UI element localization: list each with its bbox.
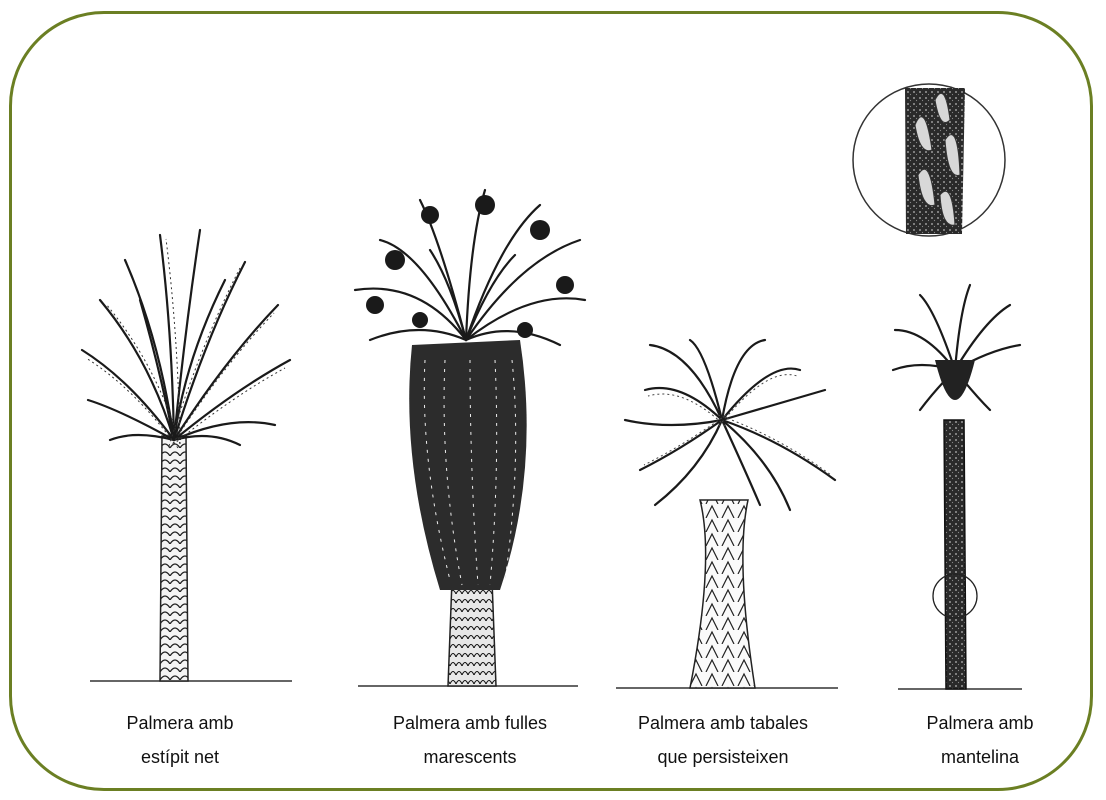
caption-mantle: Palmera amb mantelina — [905, 706, 1055, 774]
caption-line-2: que persisteixen — [618, 740, 828, 774]
trunk-detail-magnifier-icon — [853, 84, 1005, 236]
palm-persistent-leafbases-icon — [625, 340, 835, 688]
caption-line-2: marescents — [370, 740, 570, 774]
caption-clean-trunk: Palmera amb estípit net — [110, 706, 250, 774]
palm-dead-leaves-icon — [355, 190, 585, 686]
caption-dead-leaves: Palmera amb fulles marescents — [370, 706, 570, 774]
caption-line-2: mantelina — [905, 740, 1055, 774]
caption-line-1: Palmera amb fulles — [370, 706, 570, 740]
caption-line-2: estípit net — [110, 740, 250, 774]
palm-clean-trunk-icon — [82, 230, 290, 681]
caption-line-1: Palmera amb tabales — [618, 706, 828, 740]
caption-line-1: Palmera amb — [905, 706, 1055, 740]
palm-mantle-icon — [893, 285, 1020, 689]
caption-persistent-leafbases: Palmera amb tabales que persisteixen — [618, 706, 828, 774]
caption-line-1: Palmera amb — [110, 706, 250, 740]
ground-lines — [90, 681, 1022, 689]
